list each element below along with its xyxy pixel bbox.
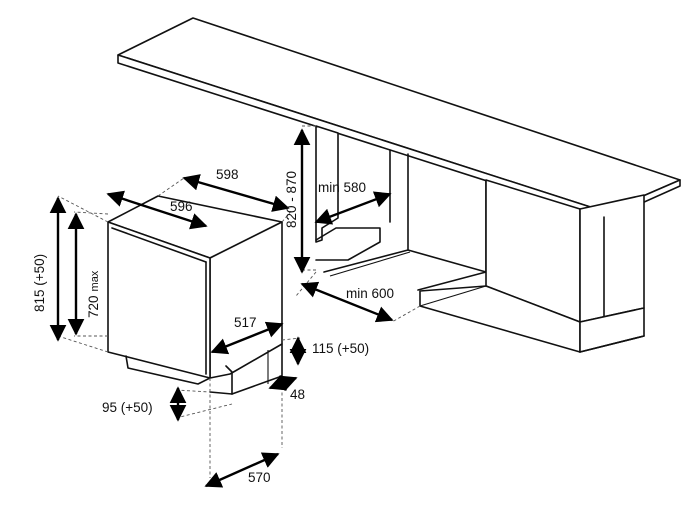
label-720: 720max <box>86 270 101 318</box>
worktop <box>117 17 681 220</box>
arrow-598 <box>182 174 290 212</box>
arrow-596 <box>106 190 208 230</box>
arrow-570 <box>204 452 280 488</box>
arrow-517 <box>210 321 284 355</box>
dimension-arrows <box>49 128 394 488</box>
label-min-580: min 580 <box>318 180 366 195</box>
label-95: 95 (+50) <box>102 400 153 415</box>
arrow-48 <box>268 374 298 392</box>
dishwasher <box>107 195 283 395</box>
label-115: 115 (+50) <box>312 341 369 356</box>
arrow-min-600 <box>300 281 394 323</box>
dimension-labels: 598 596 815 (+50) 720max 820 - 870 min 5… <box>32 167 394 485</box>
label-570: 570 <box>248 470 271 485</box>
label-min-600: min 600 <box>346 286 394 301</box>
label-596: 596 <box>170 199 193 214</box>
label-48: 48 <box>290 387 305 402</box>
label-815: 815 (+50) <box>32 254 47 312</box>
label-598: 598 <box>216 167 239 182</box>
cabinet-niche <box>315 125 645 353</box>
label-517: 517 <box>234 315 257 330</box>
label-820-870: 820 - 870 <box>284 171 299 228</box>
arrow-min-580 <box>314 191 392 225</box>
